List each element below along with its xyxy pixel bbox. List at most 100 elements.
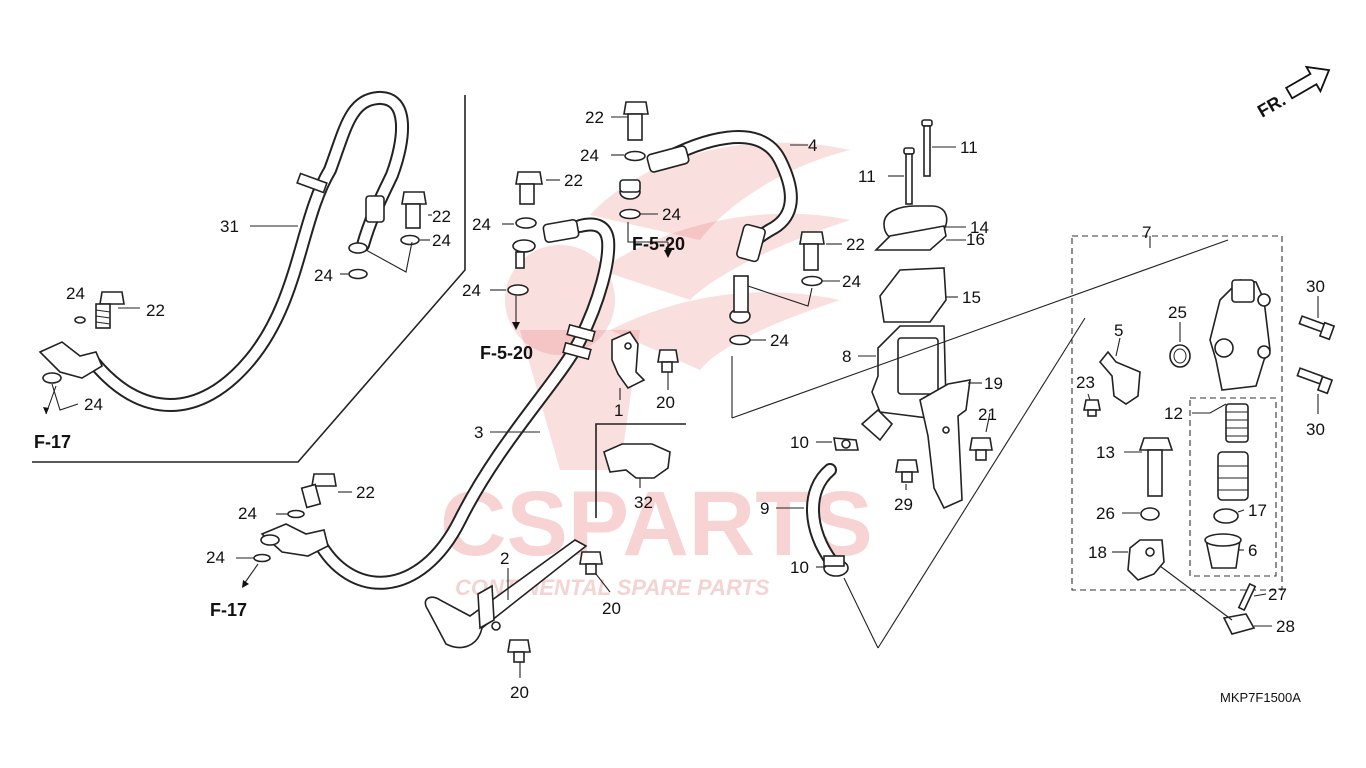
bolt-22-mid-top <box>515 171 543 205</box>
front-direction-label: FR. <box>1254 90 1289 122</box>
callout-2: 2 <box>500 549 509 568</box>
left-group-frame <box>32 95 466 463</box>
callout-6: 6 <box>1248 541 1257 560</box>
diaphragm-15 <box>879 267 947 323</box>
banjo-fitting-3-top <box>512 239 536 269</box>
callout-10-top: 10 <box>790 433 809 452</box>
ref-f17-bottom: F-17 <box>210 600 247 620</box>
callout-20-clamp: 20 <box>656 393 675 412</box>
front-direction-indicator: FR. <box>1254 65 1331 122</box>
callout-20-stay-b: 20 <box>510 683 529 702</box>
bolt-20-clamp <box>657 349 679 373</box>
screw-11-a <box>921 119 933 177</box>
callout-22-frame: 22 <box>432 207 451 226</box>
hose-4 <box>646 130 798 263</box>
bolt-22-hose4-top <box>623 101 649 141</box>
banjo-fitting-31 <box>38 341 104 384</box>
callout-23: 23 <box>1076 373 1095 392</box>
bolt-30-a <box>1298 315 1336 341</box>
fitting-31-top <box>348 242 368 254</box>
clamp-32-frame <box>595 423 686 518</box>
callout-labels: 31 24 22 24 F-17 22 24 24 22 24 22 24 24… <box>34 108 1325 705</box>
hose-9 <box>806 463 839 569</box>
push-rod-13 <box>1138 437 1174 497</box>
callout-22-mid-top: 22 <box>564 171 583 190</box>
washer-24-hose4-b <box>619 208 641 220</box>
callout-32: 32 <box>634 493 653 512</box>
callout-20-stay-a: 20 <box>602 599 621 618</box>
callout-22-left: 22 <box>146 301 165 320</box>
nut-26 <box>1140 507 1160 521</box>
callout-11-a: 11 <box>960 138 978 157</box>
piston-12 <box>1217 451 1249 501</box>
banjo-fitting-3-bottom <box>260 523 329 557</box>
callout-19: 19 <box>984 374 1003 393</box>
callout-24-hose4-a: 24 <box>580 146 599 165</box>
circlip-17 <box>1213 508 1239 524</box>
callout-12: 12 <box>1164 404 1183 423</box>
callout-24-hose4-c: 24 <box>842 272 861 291</box>
callout-4: 4 <box>808 136 817 155</box>
hose-31 <box>85 91 410 412</box>
spring-12 <box>1225 403 1249 443</box>
callout-3: 3 <box>474 423 483 442</box>
washer-24-left-a <box>74 316 86 324</box>
washer-24-frame-a <box>400 234 420 246</box>
bolt-22-hose4-right <box>799 231 825 271</box>
callout-9: 9 <box>760 499 769 518</box>
callout-18: 18 <box>1088 543 1107 562</box>
callout-24-hose4-d: 24 <box>770 331 789 350</box>
hose-3 <box>311 217 616 590</box>
washer-24-mid-d <box>253 553 271 563</box>
group-12-frame <box>1189 397 1277 577</box>
washer-24-hose4-a <box>624 150 646 162</box>
clip-10-top <box>833 437 859 451</box>
callout-24-hose4-b: 24 <box>662 205 681 224</box>
callout-1: 1 <box>614 401 623 420</box>
joint-5 <box>1098 350 1141 405</box>
callout-8: 8 <box>842 347 851 366</box>
clip-10-bottom <box>823 555 849 577</box>
group-7-frame <box>1071 235 1283 591</box>
front-direction-arrow-icon <box>1284 65 1331 100</box>
callout-24-left-bottom: 24 <box>84 395 103 414</box>
callout-11-b: 11 <box>858 167 876 186</box>
washer-24-hose4-d <box>729 334 751 346</box>
screw-11-b <box>903 147 915 205</box>
callout-16: 16 <box>966 230 985 249</box>
banjo-fitting-4-top <box>619 179 641 200</box>
bolt-21 <box>969 437 993 461</box>
figure-code: MKP7F1500A <box>1220 690 1301 705</box>
callout-22-mid-bottom: 22 <box>356 483 375 502</box>
rod-19 <box>919 379 971 510</box>
bolt-22-frame <box>401 191 427 229</box>
callout-13: 13 <box>1096 443 1115 462</box>
callout-24-frame-b: 24 <box>314 266 333 285</box>
stay-2 <box>424 539 588 649</box>
washer-24-mid-a <box>515 217 537 229</box>
joint-18 <box>1127 539 1165 581</box>
washer-24-mid-b <box>507 284 529 296</box>
reservoir-body-7 <box>1209 279 1271 391</box>
callout-21: 21 <box>978 405 997 424</box>
callout-24-mid-a: 24 <box>472 215 491 234</box>
washer-24-frame-b <box>348 268 368 280</box>
bolt-22-left <box>95 291 125 329</box>
screw-23 <box>1083 399 1101 417</box>
callout-24-mid-b: 24 <box>462 281 481 300</box>
callout-15: 15 <box>962 288 981 307</box>
callout-28: 28 <box>1276 617 1295 636</box>
callout-17: 17 <box>1248 501 1267 520</box>
pin-27 <box>1237 582 1257 612</box>
bolt-30-b <box>1296 367 1334 395</box>
callout-24-mid-c: 24 <box>238 504 257 523</box>
bolt-22-mid-bottom <box>300 473 337 509</box>
ref-f520-mid: F-5-20 <box>480 343 533 363</box>
callout-5: 5 <box>1114 321 1123 340</box>
plate-16 <box>874 225 947 251</box>
clamp-32 <box>603 443 671 479</box>
callout-24-frame-a: 24 <box>432 231 451 250</box>
callout-30-a: 30 <box>1306 277 1325 296</box>
callout-26: 26 <box>1096 504 1115 523</box>
